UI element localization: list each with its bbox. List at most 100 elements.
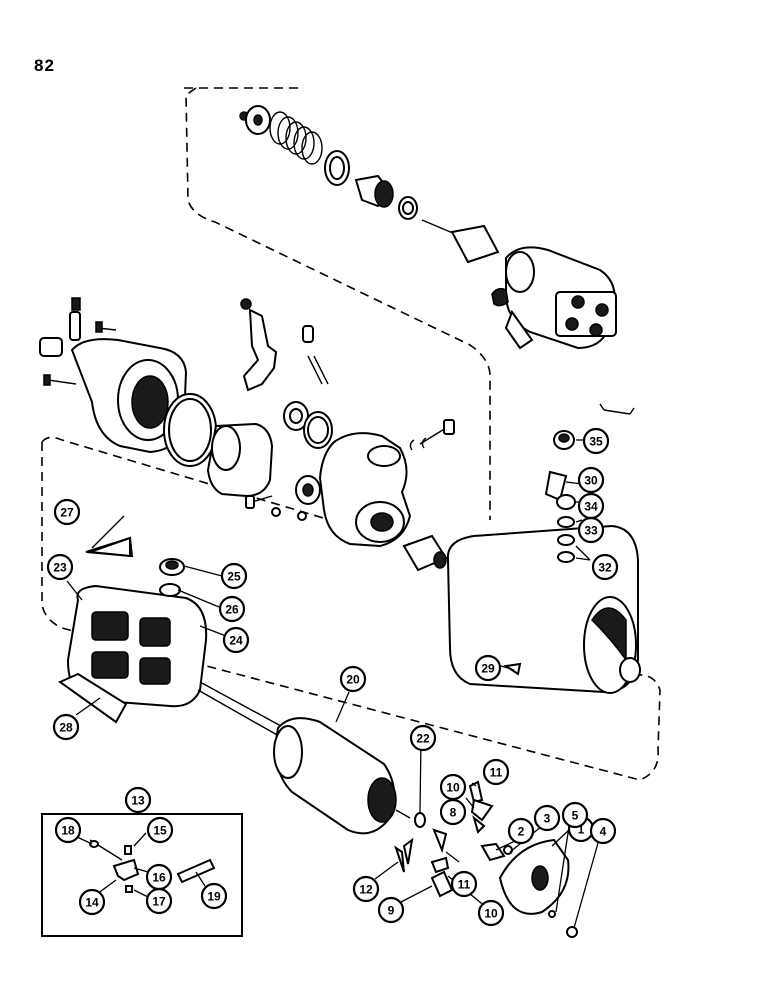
inset-parts	[89, 839, 216, 893]
callout-label: 2	[518, 825, 525, 839]
inset-box	[41, 813, 243, 937]
callout-label: 23	[53, 561, 67, 575]
callout-label: 12	[359, 883, 373, 897]
callout-circle	[220, 562, 248, 590]
callout-circle	[146, 816, 174, 844]
callout-label: 20	[346, 673, 360, 687]
brush-plate-part	[89, 536, 131, 558]
leader-lines	[66, 439, 599, 929]
callout-circle	[582, 427, 610, 455]
callout-label: 33	[584, 524, 598, 538]
callout-label: 27	[60, 506, 74, 520]
callout-label: 19	[207, 890, 221, 904]
callout-circle	[589, 817, 617, 845]
drive-housing-parts	[39, 297, 455, 572]
callout-label: 30	[584, 474, 598, 488]
callout-c28: 28	[52, 713, 80, 741]
callout-label: 10	[446, 781, 460, 795]
callout-circle	[482, 758, 510, 786]
callout-c29: 29	[474, 654, 502, 682]
callout-c27: 27	[53, 498, 81, 526]
callout-label: 14	[85, 896, 99, 910]
commutator-end-parts	[394, 780, 578, 938]
callout-circle	[474, 654, 502, 682]
callout-circle	[409, 724, 437, 752]
callout-c2: 2	[507, 817, 535, 845]
callout-label: 10	[484, 907, 498, 921]
callout-c22: 22	[409, 724, 437, 752]
callout-c33: 33	[577, 516, 605, 544]
callout-c32: 32	[591, 553, 619, 581]
callout-circle	[53, 498, 81, 526]
callout-c13: 13	[124, 786, 152, 814]
callout-c30: 30	[577, 466, 605, 494]
callout-label: 18	[61, 824, 75, 838]
terminal-stack-parts	[544, 403, 635, 563]
frame-group-dashed-outline	[41, 442, 661, 781]
callout-label: 11	[490, 766, 503, 780]
callout-c18: 18	[54, 816, 82, 844]
callout-circle	[46, 553, 74, 581]
solenoid-group-dashed-outline	[185, 87, 491, 520]
callout-label: 16	[152, 871, 166, 885]
callout-c23: 23	[46, 553, 74, 581]
callout-c9: 9	[377, 896, 405, 924]
callout-label: 3	[544, 812, 551, 826]
solenoid-parts	[239, 105, 617, 350]
callout-label: 5	[572, 809, 579, 823]
callout-c15: 15	[146, 816, 174, 844]
callout-circle	[339, 665, 367, 693]
callout-label: 29	[481, 662, 495, 676]
callout-label: 28	[59, 721, 73, 735]
frame-parts	[57, 524, 641, 724]
callout-c3: 3	[533, 804, 561, 832]
callout-label: 35	[589, 435, 603, 449]
frame-group-dashed-top	[41, 436, 331, 521]
callout-c11b: 11	[450, 870, 478, 898]
callout-circle	[439, 773, 467, 801]
callout-circle	[377, 896, 405, 924]
callout-c25: 25	[220, 562, 248, 590]
callout-c12: 12	[352, 875, 380, 903]
callout-circle	[52, 713, 80, 741]
callout-circle	[200, 882, 228, 910]
callout-circle	[561, 801, 589, 829]
armature	[197, 681, 426, 835]
callout-circle	[577, 466, 605, 494]
callout-circle	[352, 875, 380, 903]
callout-circle	[477, 899, 505, 927]
callout-c19: 19	[200, 882, 228, 910]
callout-c16: 16	[145, 863, 173, 891]
callout-c14: 14	[78, 888, 106, 916]
callout-c20: 20	[339, 665, 367, 693]
callout-label: 4	[600, 825, 607, 839]
callout-circle	[218, 595, 246, 623]
callout-c5: 5	[561, 801, 589, 829]
callout-circle	[78, 888, 106, 916]
callout-label: 34	[584, 500, 598, 514]
callout-label: 8	[450, 806, 457, 820]
callout-c35: 35	[582, 427, 610, 455]
callout-c17: 17	[145, 887, 173, 915]
callout-label: 15	[153, 824, 167, 838]
callout-c26: 26	[218, 595, 246, 623]
callout-c4: 4	[589, 817, 617, 845]
callouts-layer: 1234589101011111213141516171819202223242…	[46, 427, 619, 927]
callout-label: 24	[229, 634, 243, 648]
callout-circle	[533, 804, 561, 832]
callout-circle	[450, 870, 478, 898]
callout-c34: 34	[577, 492, 605, 520]
callout-label: 11	[458, 878, 471, 892]
callout-label: 9	[388, 904, 395, 918]
callout-circle	[591, 553, 619, 581]
callout-c10a: 10	[439, 773, 467, 801]
callout-c10b: 10	[477, 899, 505, 927]
callout-c11a: 11	[482, 758, 510, 786]
callout-label: 32	[598, 561, 612, 575]
callout-label: 1	[578, 823, 585, 837]
callout-circle	[577, 492, 605, 520]
callout-label: 22	[416, 732, 430, 746]
callout-label: 25	[227, 570, 241, 584]
page-number: 82	[34, 56, 55, 75]
